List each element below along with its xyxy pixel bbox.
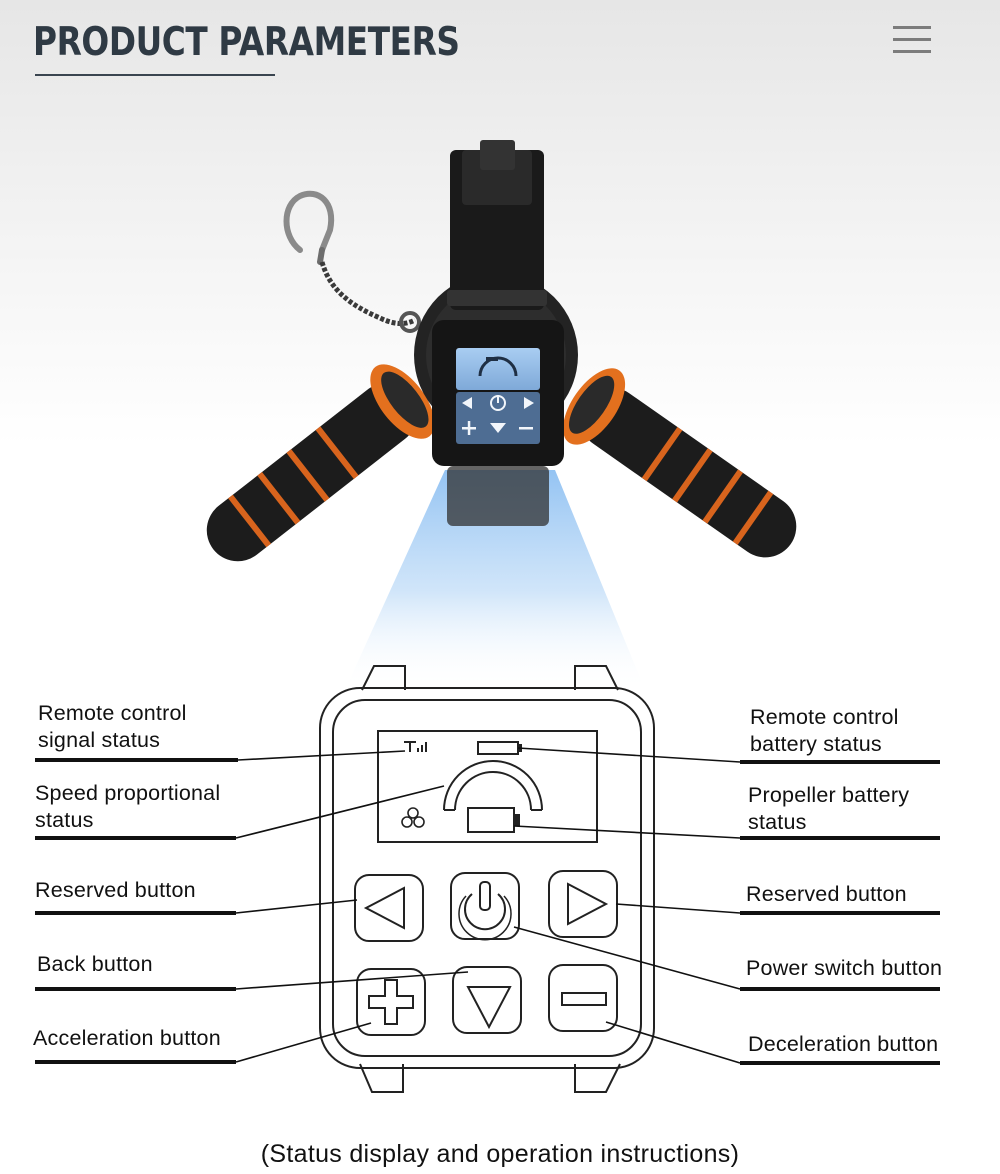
leader-lines [35, 747, 940, 1065]
lanyard [319, 261, 417, 326]
hamburger-menu-icon[interactable] [893, 26, 931, 56]
product-photo [206, 140, 797, 562]
remote-diagram [319, 665, 655, 1093]
large-battery-icon [467, 807, 515, 833]
label-back-button: Back button [37, 952, 153, 976]
label-propeller-battery: Propeller battery status [748, 783, 910, 834]
label-reserved-left: Reserved button [35, 878, 196, 902]
label-power-switch: Power switch button [746, 956, 943, 980]
right-handle [563, 368, 797, 558]
fan-icon [401, 807, 425, 828]
light-beam [345, 470, 645, 690]
back-button [452, 966, 522, 1034]
label-reserved-right: Reserved button [746, 882, 907, 906]
label-signal-status: Remote control signal status [38, 701, 187, 752]
left-handle [206, 364, 435, 562]
diagram-screen [377, 730, 598, 843]
speed-arc [443, 760, 543, 811]
label-deceleration-button: Deceleration button [748, 1032, 939, 1056]
reserved-left-button [354, 874, 424, 942]
carabiner-clip [283, 190, 335, 265]
deceleration-button [548, 964, 618, 1032]
label-speed-status: Speed proportional status [35, 781, 221, 832]
signal-icon [404, 741, 427, 752]
small-battery-icon [477, 741, 519, 755]
title-underline [35, 74, 275, 76]
remote-screen-photo [456, 348, 540, 390]
acceleration-button [356, 968, 426, 1036]
label-acceleration-button: Acceleration button [33, 1026, 221, 1050]
page-title: PRODUCT PARAMETERS [33, 20, 460, 65]
label-battery-status: Remote control battery status [750, 705, 899, 756]
caption: (Status display and operation instructio… [260, 1140, 740, 1168]
